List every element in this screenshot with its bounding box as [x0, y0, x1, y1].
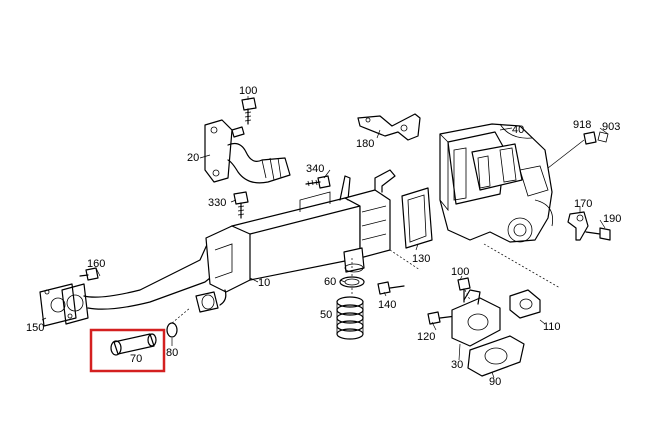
part-90-gasket[interactable] — [467, 335, 525, 377]
label-20: 20 — [187, 152, 199, 164]
label-140: 140 — [378, 299, 396, 311]
part-160-bolt[interactable] — [79, 267, 99, 281]
part-80-o-ring[interactable] — [166, 322, 178, 338]
part-110-gasket[interactable] — [509, 289, 541, 319]
label-110: 110 — [543, 321, 561, 333]
part-50-spring[interactable] — [336, 296, 364, 340]
part-190-bolt[interactable] — [585, 227, 611, 241]
part-elbow-connector[interactable] — [195, 291, 219, 313]
label-120: 120 — [417, 331, 435, 343]
part-20-pipe-assembly[interactable] — [204, 119, 291, 184]
label-170: 170 — [574, 198, 592, 210]
part-130-gasket[interactable] — [401, 187, 433, 249]
label-30: 30 — [451, 359, 463, 371]
label-50: 50 — [320, 309, 332, 321]
label-60: 60 — [324, 276, 336, 288]
part-120-bolt[interactable] — [427, 311, 457, 325]
part-140-bolt[interactable] — [377, 281, 405, 295]
part-100-bolt-lower[interactable] — [457, 277, 471, 303]
label-70: 70 — [130, 353, 142, 365]
label-100-lower: 100 — [451, 266, 469, 278]
label-340: 340 — [306, 163, 324, 175]
part-70-pipe[interactable] — [110, 333, 157, 356]
part-170-bracket[interactable] — [567, 211, 589, 241]
label-190: 190 — [603, 213, 621, 225]
part-10-egr-cooler[interactable] — [83, 169, 396, 310]
label-903: 903 — [602, 121, 620, 133]
part-100-bolt-top[interactable] — [241, 97, 257, 125]
label-918: 918 — [573, 119, 591, 131]
part-30-flange[interactable] — [451, 289, 501, 347]
part-150-gasket[interactable] — [39, 283, 77, 327]
part-60-seal-ring[interactable] — [339, 276, 365, 288]
highlight-box-part-70 — [89, 328, 166, 373]
part-180-bracket[interactable] — [357, 113, 421, 141]
part-918-connector[interactable] — [547, 131, 597, 169]
label-150: 150 — [26, 322, 44, 334]
label-130: 130 — [412, 253, 430, 265]
part-330-bolt[interactable] — [233, 191, 249, 219]
label-180: 180 — [356, 138, 374, 150]
label-160: 160 — [87, 258, 105, 270]
label-80: 80 — [166, 347, 178, 359]
label-40: 40 — [512, 124, 524, 136]
part-40-turbocharger[interactable] — [439, 123, 554, 243]
part-340-bolt[interactable] — [305, 175, 331, 189]
part-flange[interactable] — [61, 283, 89, 325]
part-903-plug[interactable] — [597, 131, 609, 143]
part-connector-nipple[interactable] — [343, 247, 365, 273]
label-330: 330 — [208, 197, 226, 209]
label-10: 10 — [258, 277, 270, 289]
label-100-top: 100 — [239, 85, 257, 97]
label-90: 90 — [489, 376, 501, 388]
